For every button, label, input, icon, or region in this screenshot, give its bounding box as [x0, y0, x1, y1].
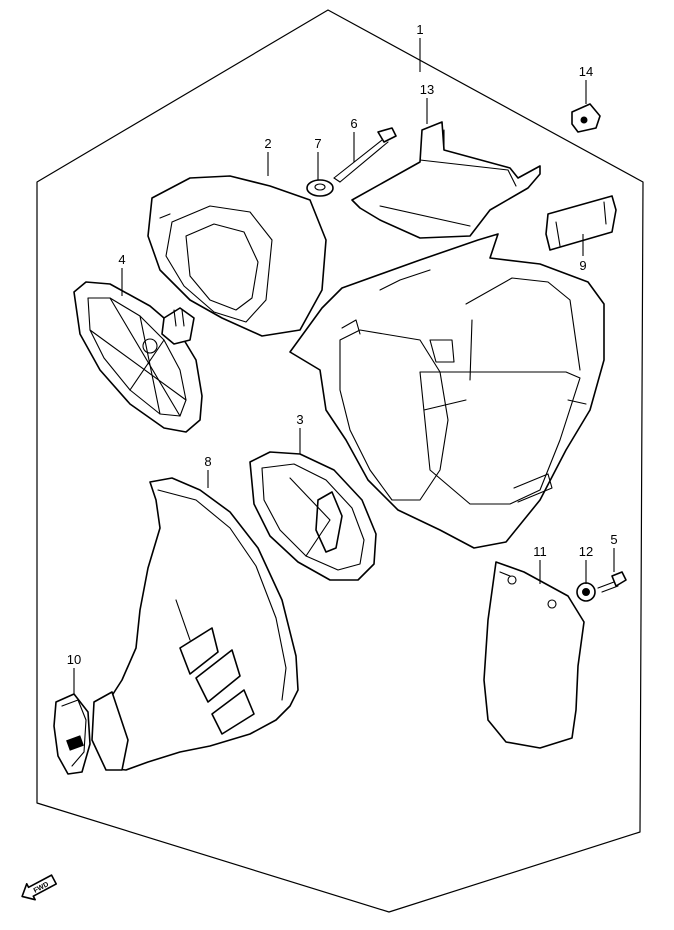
callout-part-6: 6	[350, 116, 357, 131]
holder-plate[interactable]	[352, 122, 540, 238]
callout-part-9: 9	[579, 258, 586, 273]
callout-part-7: 7	[314, 136, 321, 151]
callout-part-12: 12	[579, 544, 593, 559]
rubber-grommet[interactable]	[307, 180, 333, 196]
filter-retainer-ring[interactable]	[250, 452, 376, 580]
callout-part-4: 4	[118, 252, 125, 267]
mounting-bolt[interactable]	[334, 128, 396, 182]
air-filter-element[interactable]	[148, 176, 326, 336]
hose-clamp[interactable]	[54, 694, 90, 774]
air-cleaner-case[interactable]	[290, 234, 604, 548]
side-cover[interactable]	[484, 562, 584, 748]
callout-part-11: 11	[533, 544, 547, 559]
callout-part-8: 8	[204, 454, 211, 469]
filter-cage[interactable]	[74, 282, 202, 432]
callout-part-2: 2	[264, 136, 271, 151]
callout-part-1: 1	[416, 22, 423, 37]
callout-part-10: 10	[67, 652, 81, 667]
intake-duct[interactable]	[92, 478, 298, 770]
case-band[interactable]	[546, 196, 616, 250]
callout-numbers: 1 2 3 4 5 6 7 8 9 10 11 12 13 14	[67, 22, 618, 667]
forward-direction-arrow: FWD	[18, 872, 58, 905]
callout-part-13: 13	[420, 82, 434, 97]
clip-nut[interactable]	[572, 104, 600, 132]
callout-part-14: 14	[579, 64, 593, 79]
washer[interactable]	[577, 583, 595, 601]
leader-lines	[74, 38, 614, 694]
callout-part-5: 5	[610, 532, 617, 547]
callout-part-3: 3	[296, 412, 303, 427]
assembly-frame	[37, 10, 643, 912]
screw[interactable]	[598, 572, 626, 592]
